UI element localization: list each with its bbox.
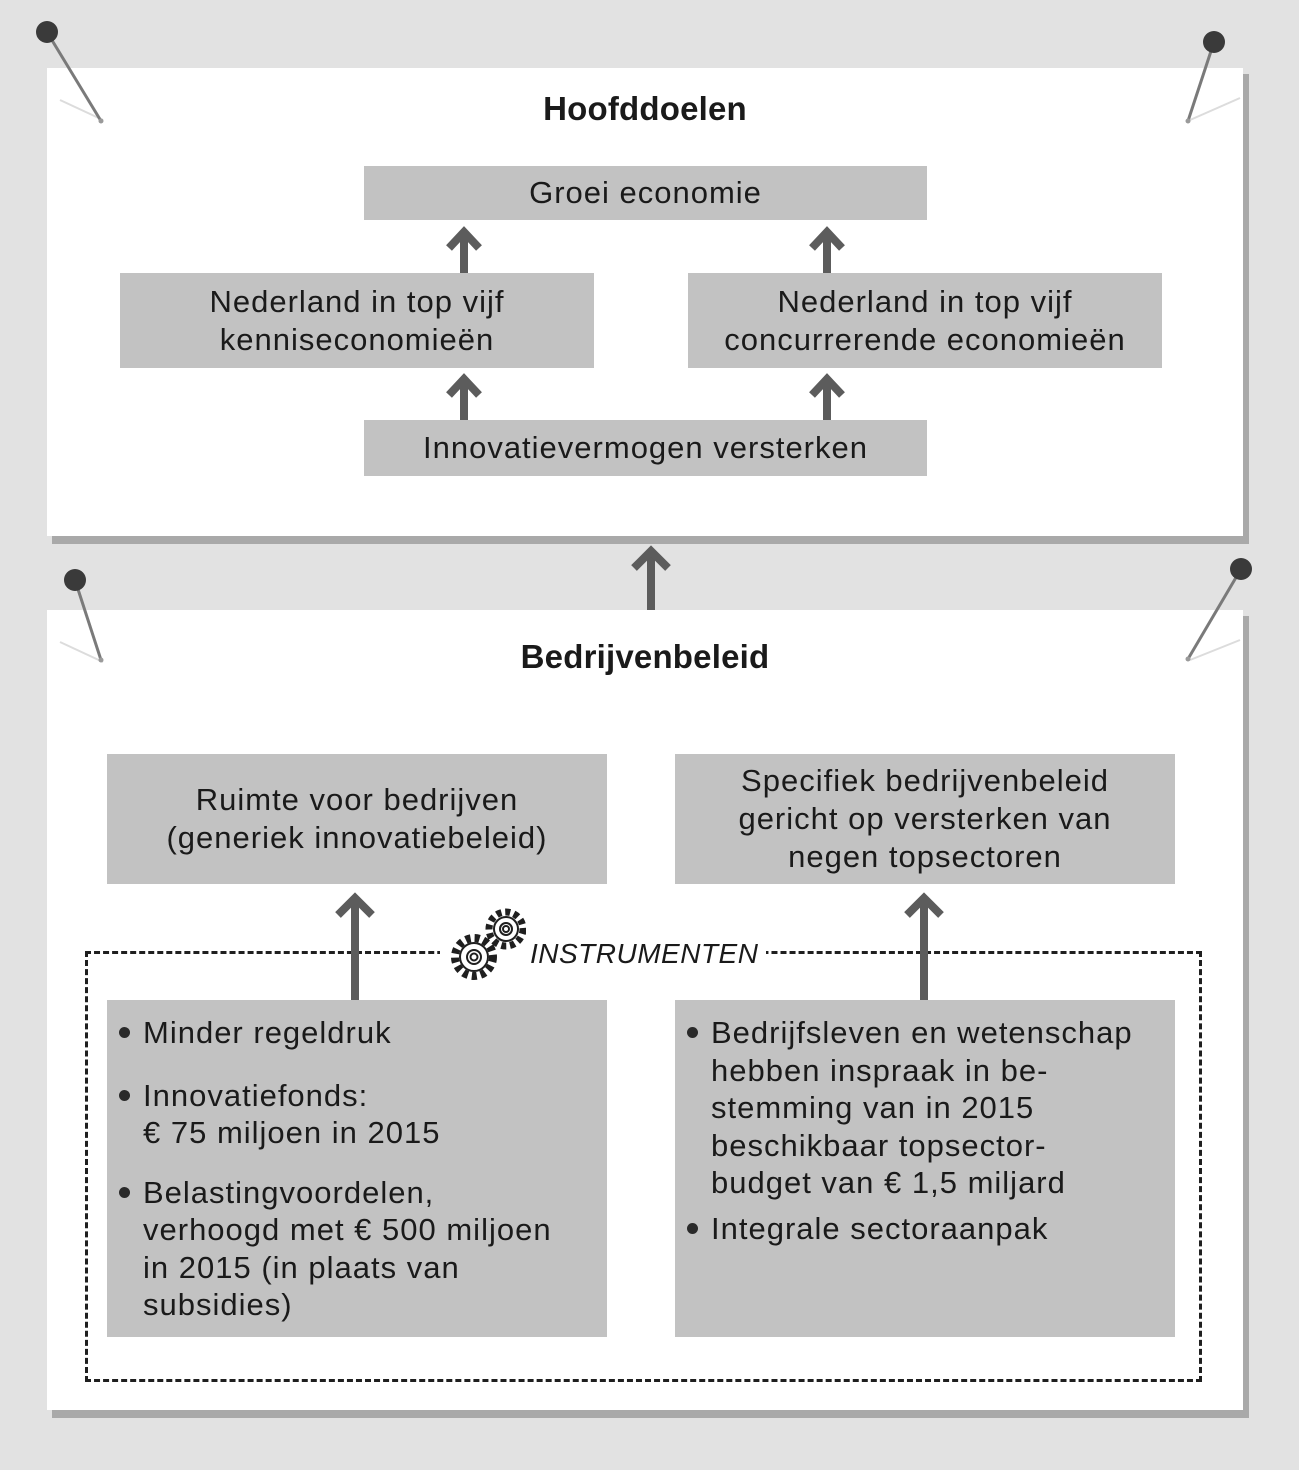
ruimte-line-1: Ruimte voor bedrijven xyxy=(195,782,519,817)
bullet-icon xyxy=(687,1222,698,1234)
specifiek-line-3: negen topsectoren xyxy=(788,839,1062,874)
bullet-icon xyxy=(687,1027,698,1038)
bullet-icon xyxy=(119,1027,130,1038)
item-line: € 75 miljoen in 2015 xyxy=(143,1115,441,1150)
specifiek-line-1: Specifiek bedrijvenbeleid xyxy=(741,763,1109,798)
arrow-up-icon xyxy=(631,545,671,610)
bullet-icon xyxy=(119,1089,130,1101)
arrow-up-icon xyxy=(809,373,845,420)
bedrijvenbeleid-title: Bedrijvenbeleid xyxy=(520,638,770,675)
list-item: Innovatiefonds: € 75 miljoen in 2015 xyxy=(107,1077,607,1152)
pin-icon xyxy=(36,21,104,124)
page-curl-icon xyxy=(1189,97,1241,121)
pin-icon xyxy=(1185,31,1225,124)
page-curl-icon xyxy=(1189,639,1241,661)
page-curl-icon xyxy=(59,99,104,121)
arrow-up-icon xyxy=(809,226,845,273)
instrumenten-header: INSTRUMENTEN xyxy=(440,905,767,987)
pin-icon xyxy=(1185,558,1252,662)
concurrerend-line-1: Nederland in top vijf xyxy=(777,283,1073,319)
ruimte-voor-bedrijven-box: Ruimte voor bedrijven (generiek innovati… xyxy=(107,754,607,884)
list-item: Bedrijfsleven en wetenschap hebben inspr… xyxy=(675,1014,1175,1202)
item-line: Belastingvoordelen, xyxy=(143,1174,435,1210)
page-curl-icon xyxy=(59,641,104,663)
list-item: Integrale sectoraanpak xyxy=(675,1210,1175,1248)
item-line: hebben inspraak in be- xyxy=(711,1052,1049,1088)
arrow-up-icon xyxy=(335,892,375,1000)
kenniseconomie-box: Nederland in top vijf kenniseconomieën xyxy=(120,273,594,368)
arrow-up-icon xyxy=(446,226,482,273)
hoofddoelen-title: Hoofddoelen xyxy=(543,90,747,127)
item-line: Integrale sectoraanpak xyxy=(711,1210,1049,1246)
item-line: stemming van in 2015 xyxy=(711,1090,1035,1125)
bullet-icon xyxy=(119,1186,130,1198)
list-item: Belastingvoordelen, verhoogd met € 500 m… xyxy=(107,1174,607,1324)
specifiek-bedrijvenbeleid-box: Specifiek bedrijvenbeleid gericht op ver… xyxy=(675,754,1175,884)
item-line: budget van € 1,5 miljard xyxy=(711,1165,1066,1200)
arrow-up-icon xyxy=(904,892,944,1000)
item-line: Bedrijfsleven en wetenschap xyxy=(711,1015,1133,1050)
specifiek-line-2: gericht op versterken van xyxy=(738,801,1112,836)
concurrerend-box: Nederland in top vijf concurrerende econ… xyxy=(688,273,1162,368)
pin-icon xyxy=(64,569,104,663)
item-line: beschikbaar topsector- xyxy=(711,1127,1047,1163)
kenniseconomie-line-1: Nederland in top vijf xyxy=(209,283,505,319)
ruimte-line-2: (generiek innovatiebeleid) xyxy=(166,820,548,855)
item-line: Innovatiefonds: xyxy=(143,1077,369,1113)
innovatievermogen-label: Innovatievermogen versterken xyxy=(422,430,868,465)
instrumenten-label: INSTRUMENTEN xyxy=(530,938,759,969)
groei-economie-box: Groei economie xyxy=(364,166,927,220)
item-line: subsidies) xyxy=(143,1287,293,1322)
item-line: in 2015 (in plaats van xyxy=(143,1249,460,1285)
item-line: Minder regeldruk xyxy=(143,1015,392,1050)
topsector-instrumenten-box: Bedrijfsleven en wetenschap hebben inspr… xyxy=(675,1000,1175,1337)
arrow-up-icon xyxy=(446,373,482,420)
innovatievermogen-box: Innovatievermogen versterken xyxy=(364,420,927,476)
generiek-instrumenten-box: Minder regeldruk Innovatiefonds: € 75 mi… xyxy=(107,1000,607,1337)
kenniseconomie-line-2: kenniseconomieën xyxy=(219,321,495,357)
item-line: verhoogd met € 500 miljoen xyxy=(143,1212,552,1247)
groei-economie-label: Groei economie xyxy=(529,175,762,210)
gears-icon xyxy=(444,905,527,987)
list-item: Minder regeldruk xyxy=(107,1014,607,1052)
concurrerend-line-2: concurrerende economieën xyxy=(724,321,1126,357)
